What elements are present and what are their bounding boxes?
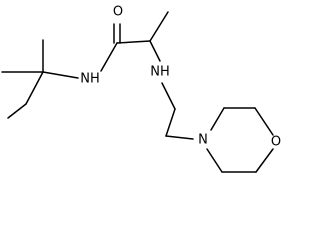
- amine-nitrogen-label: NH: [150, 65, 170, 80]
- bond-alpha-carbon-to-amine-n: [149, 40, 161, 62]
- bond-ring-lower-to-morpholine-n: [206, 148, 223, 173]
- bond-ring-upper-to-o: [254, 107, 274, 136]
- chemical-structure: O NH NH N O: [1, 5, 281, 173]
- carbonyl-oxygen-label: O: [113, 5, 123, 20]
- bond-ch2-ch2: [165, 108, 176, 137]
- morpholine-nitrogen-label: N: [198, 133, 208, 148]
- bond-carbonyl-carbon-to-alpha-carbon: [116, 40, 151, 44]
- bond-ring-o-to-lower: [255, 148, 274, 173]
- bond-quaternary-carbon-to-ethyl: [25, 71, 44, 105]
- bond-morpholine-n-to-ring-upper: [210, 107, 225, 131]
- bond-ethyl-chain: [7, 103, 27, 119]
- bond-quaternary-carbon-to-amide-n: [42, 71, 79, 79]
- bond-amine-n-to-ch2: [161, 82, 176, 110]
- morpholine-oxygen-label: O: [271, 135, 281, 150]
- bond-ch2-to-morpholine-n: [165, 135, 194, 140]
- amide-nitrogen-label: NH: [80, 72, 100, 87]
- bond-amide-n-to-carbonyl-carbon: [100, 42, 118, 72]
- bond-alpha-carbon-to-methyl: [149, 11, 169, 42]
